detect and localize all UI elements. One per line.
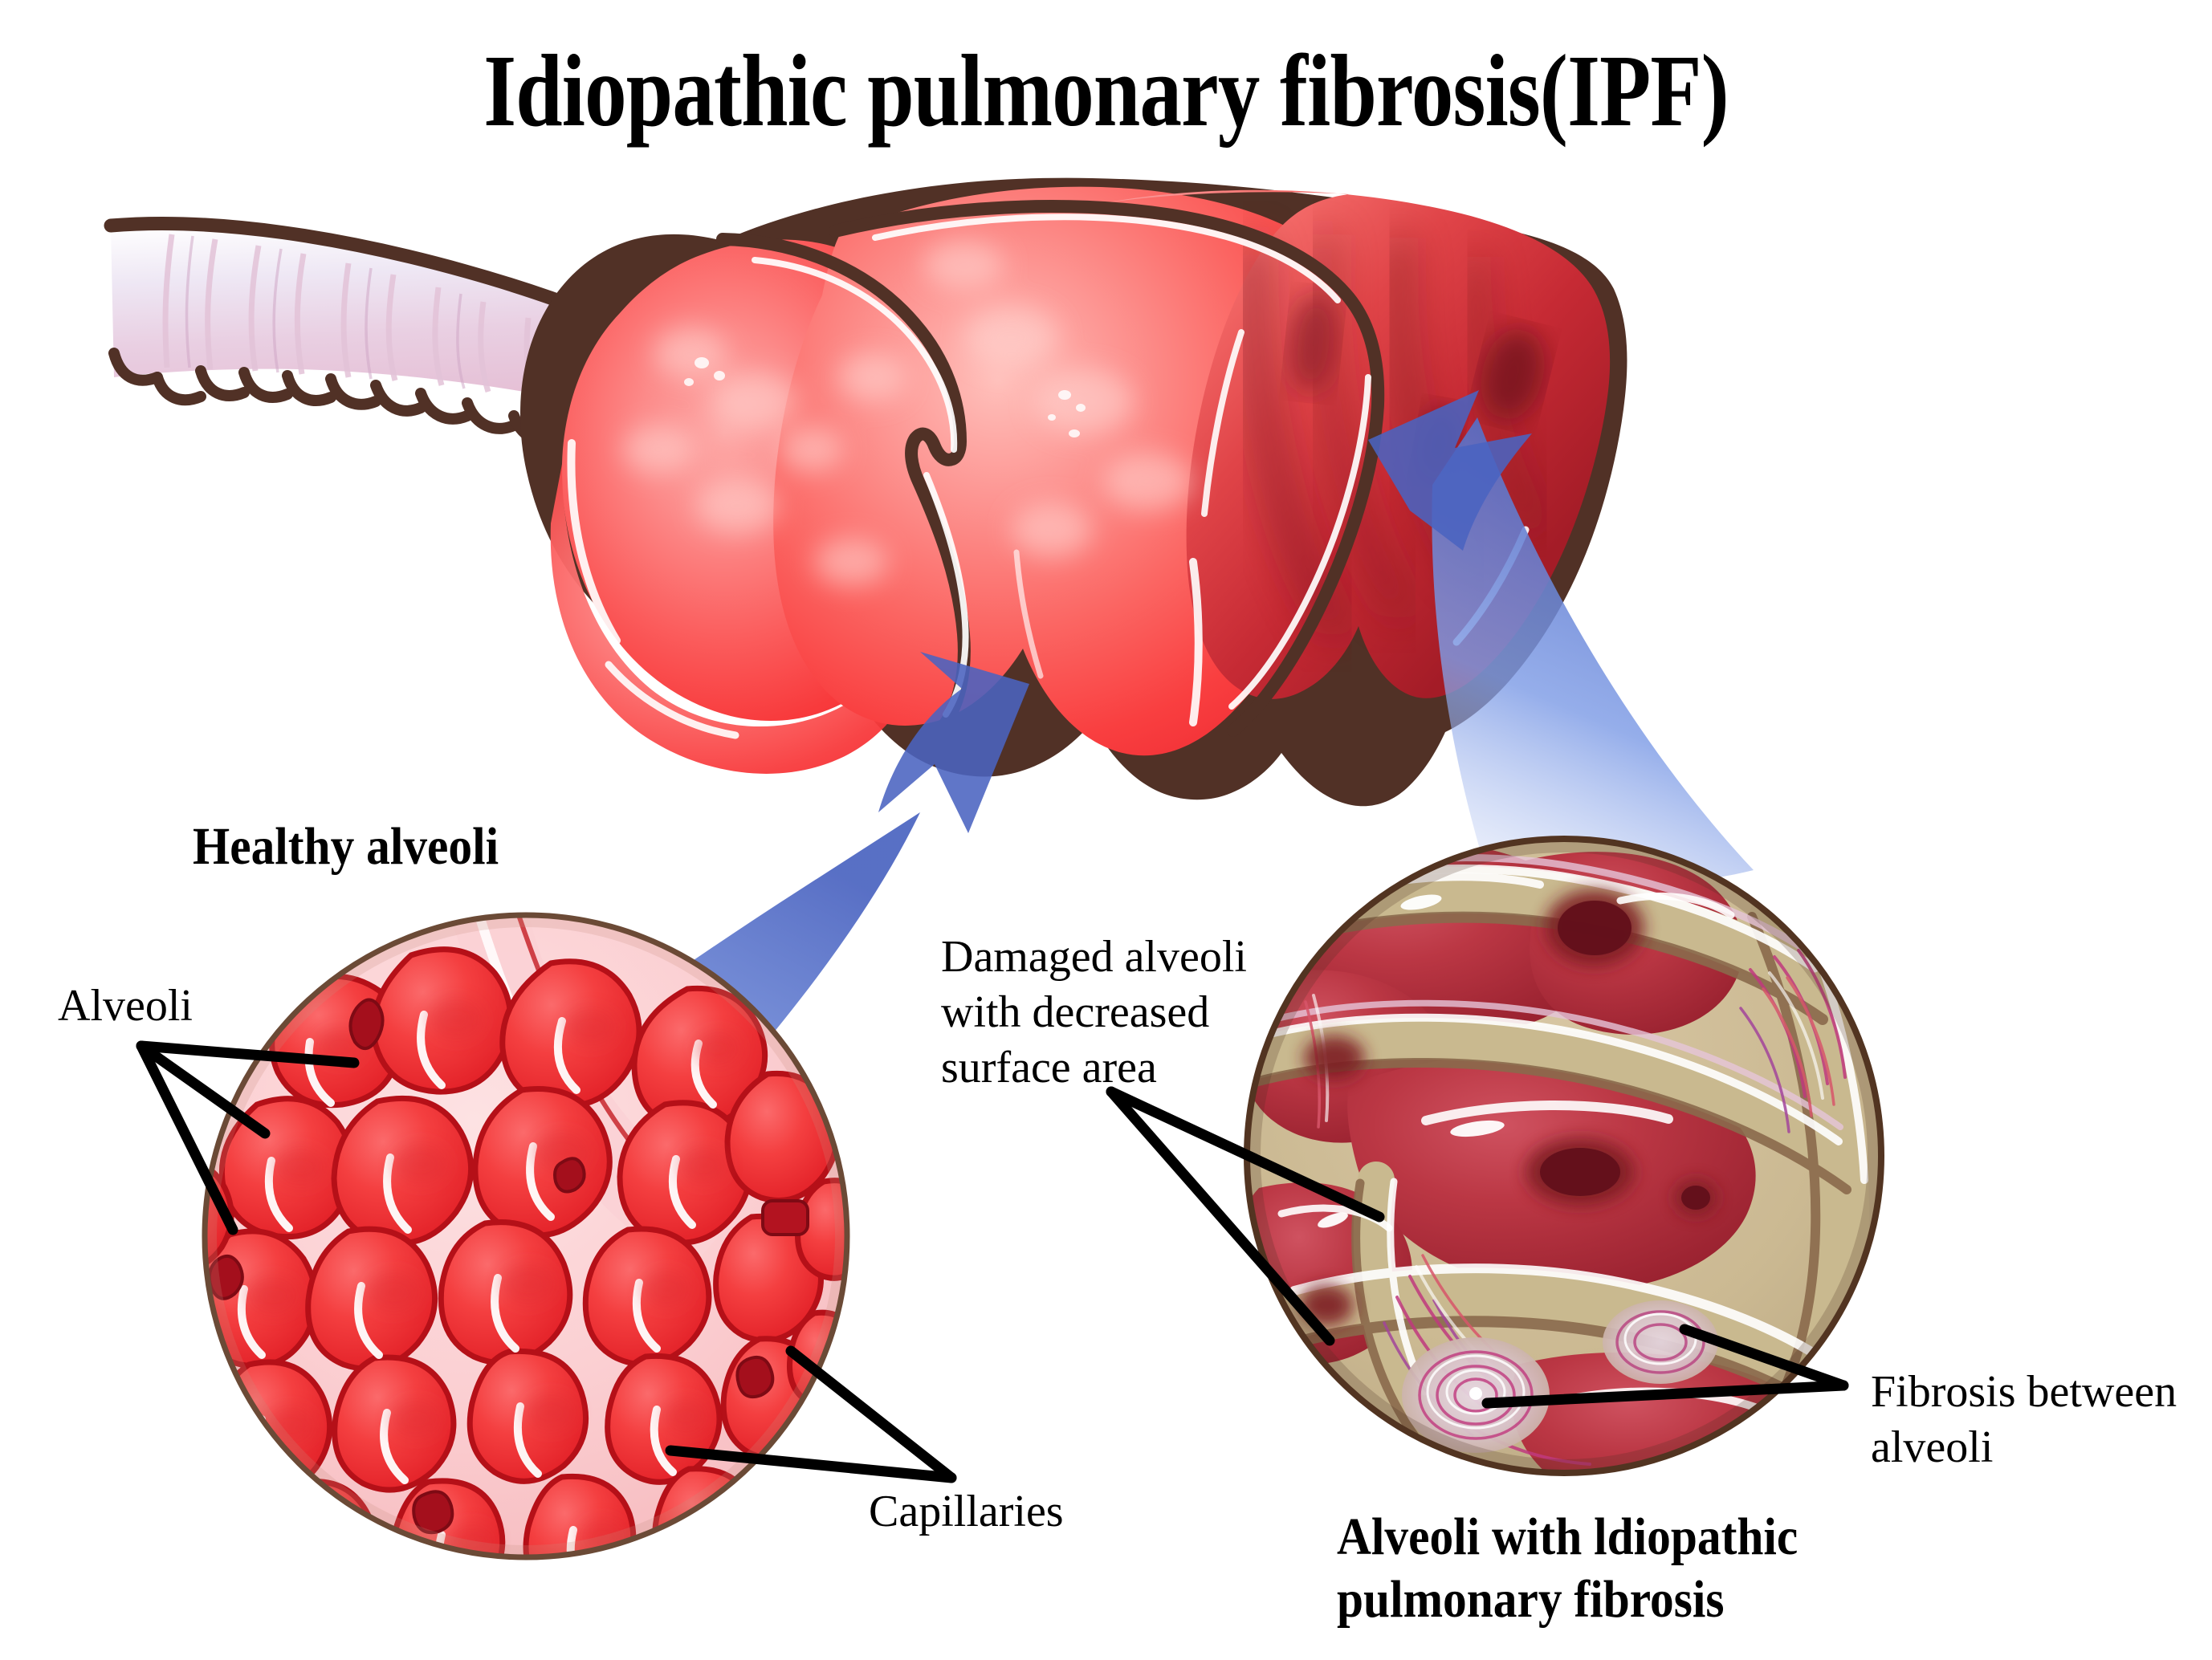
healthy-alveoli-caption: Healthy alveoli <box>193 817 499 876</box>
lung-organ <box>520 177 1627 807</box>
fibrosis-between-line-1: Fibrosis between <box>1871 1367 2177 1417</box>
page-title: Idiopathic pulmonary fibrosis(IPF) <box>483 34 1729 148</box>
fibrosis-between-line-2: alveoli <box>1871 1422 1994 1472</box>
leader-lines <box>136 1040 1849 1483</box>
damaged-label-line-3: surface area <box>941 1042 1157 1092</box>
fibrosis-alveoli-inset <box>1244 836 1884 1476</box>
damaged-label-line-2: with decreased <box>941 987 1210 1037</box>
fibrosis-to-lung-arrow <box>1368 390 1754 885</box>
capillary <box>207 998 809 1535</box>
fibrosis-swirl <box>1402 1300 1718 1453</box>
alveoli-label: Alveoli <box>58 981 193 1031</box>
fibrosis-caption-line-2: pulmonary fibrosis <box>1337 1569 1725 1629</box>
fibrosis-caption-line-1: Alveoli with ldiopathic <box>1337 1507 1799 1566</box>
capillaries-label: Capillaries <box>869 1487 1064 1536</box>
damaged-label-line-1: Damaged alveoli <box>941 932 1247 982</box>
